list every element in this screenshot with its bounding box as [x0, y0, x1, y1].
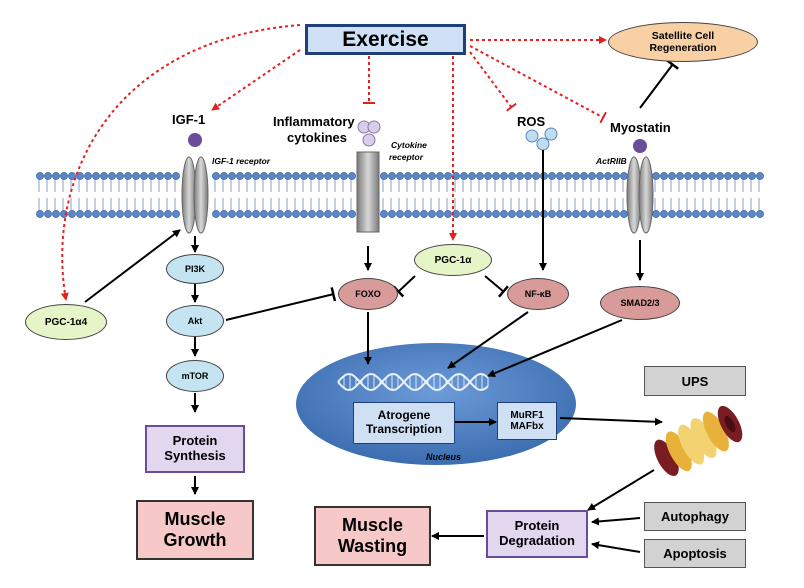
- ros-label: ROS: [517, 114, 546, 129]
- ups-label: UPS: [681, 373, 709, 389]
- nfkb-label: NF-κB: [524, 289, 552, 299]
- murf-to-ups: [559, 417, 663, 426]
- nucleus-label: Nucleus: [426, 452, 462, 462]
- smad-to-dna: [487, 319, 623, 377]
- growth-line2: Growth: [163, 530, 227, 550]
- degradation-line1: Protein: [514, 518, 560, 534]
- atrogene-line2: Transcription: [365, 422, 442, 436]
- igf1-receptor: [181, 133, 209, 234]
- actriib-receptor: [626, 139, 654, 234]
- atrogene-box: Atrogene Transcription: [353, 402, 455, 444]
- akt-pill: Akt: [166, 305, 224, 337]
- cytokines-label-2: cytokines: [287, 130, 347, 145]
- akt-inhibits-foxo: [225, 287, 337, 321]
- muscle-growth-box: Muscle Growth: [136, 500, 254, 560]
- murf-box: MuRF1 MAFbx: [497, 402, 557, 440]
- autophagy-box: Autophagy: [644, 502, 746, 531]
- cytokine-receptor-label-1: Cytokine: [391, 140, 427, 150]
- exercise-box: Exercise: [305, 24, 466, 55]
- muscle-wasting-box: Muscle Wasting: [314, 506, 431, 566]
- actriib-label: ActRIIB: [596, 156, 627, 166]
- wasting-line2: Wasting: [337, 536, 408, 556]
- autophagy-label: Autophagy: [661, 509, 729, 524]
- satellite-cell-oval: Satellite Cell Regeneration: [608, 22, 758, 62]
- ups-to-degradation: [587, 469, 655, 511]
- signal-arrows: [84, 59, 679, 553]
- igf1-receptor-label: IGF-1 receptor: [212, 156, 271, 166]
- protein-synthesis-box: Protein Synthesis: [145, 425, 245, 473]
- cytokine-molecules: [357, 120, 381, 147]
- apoptosis-box: Apoptosis: [644, 539, 746, 568]
- exercise-effects: [60, 24, 607, 301]
- nfkb-to-dna: [447, 311, 529, 369]
- wasting-line1: Muscle: [341, 515, 404, 536]
- igf1-label: IGF-1: [172, 112, 206, 127]
- protein-degradation-box: Protein Degradation: [486, 510, 588, 558]
- foxo-label: FOXO: [355, 289, 381, 299]
- ups-box: UPS: [644, 366, 746, 396]
- apoptosis-to-degradation: [591, 541, 641, 553]
- akt-label: Akt: [187, 316, 203, 326]
- synthesis-line2: Synthesis: [164, 448, 226, 463]
- myostatin-label: Myostatin: [610, 120, 671, 135]
- pgc1a4-pill: PGC-1α4: [25, 304, 107, 340]
- proteasome-icon: [654, 405, 743, 476]
- growth-line1: Muscle: [164, 509, 226, 530]
- satellite-line2: Regeneration: [649, 42, 717, 54]
- synthesis-line1: Protein: [172, 433, 218, 449]
- mtor-pill: mTOR: [166, 360, 224, 392]
- autophagy-to-degradation: [591, 517, 641, 526]
- cytokine-receptor-label-2: receptor: [389, 152, 424, 162]
- apoptosis-label: Apoptosis: [663, 546, 727, 561]
- exercise-to-igf1: [211, 49, 301, 111]
- smad-pill: SMAD2/3: [600, 286, 680, 320]
- atrogene-line1: Atrogene: [377, 408, 431, 423]
- exercise-to-pgc1a4: [60, 24, 301, 301]
- murf-line2: MAFbx: [510, 421, 544, 432]
- pgc1a4-label: PGC-1α4: [44, 316, 88, 328]
- foxo-pill: FOXO: [338, 278, 398, 310]
- pi3k-label: PI3K: [184, 264, 205, 274]
- pgc1a-pill: PGC-1α: [414, 244, 492, 276]
- pgc1a-inhibits-foxo: [392, 275, 416, 298]
- smad-label: SMAD2/3: [620, 298, 660, 308]
- exercise-inhibits-ros: [469, 51, 517, 112]
- murf-line1: MuRF1: [510, 409, 544, 421]
- cytokines-label-1: Inflammatory: [273, 114, 355, 129]
- degradation-line2: Degradation: [499, 533, 575, 548]
- pgc1a4-to-igf1r: [84, 229, 181, 303]
- mtor-label: mTOR: [181, 371, 209, 381]
- exercise-inhibits-myostatin: [469, 45, 607, 124]
- pgc1a-label: PGC-1α: [434, 254, 472, 266]
- cell-membrane: [36, 172, 764, 218]
- pgc1a-inhibits-nfkb: [484, 275, 509, 298]
- myostatin-inhibits-satellite: [639, 59, 679, 109]
- satellite-line1: Satellite Cell: [651, 29, 715, 42]
- dna-helix: [337, 373, 489, 391]
- nfkb-pill: NF-κB: [507, 278, 569, 310]
- pi3k-pill: PI3K: [166, 254, 224, 284]
- ros-molecules: [525, 127, 558, 151]
- exercise-label: Exercise: [342, 27, 429, 51]
- cytokine-receptor: [356, 151, 380, 233]
